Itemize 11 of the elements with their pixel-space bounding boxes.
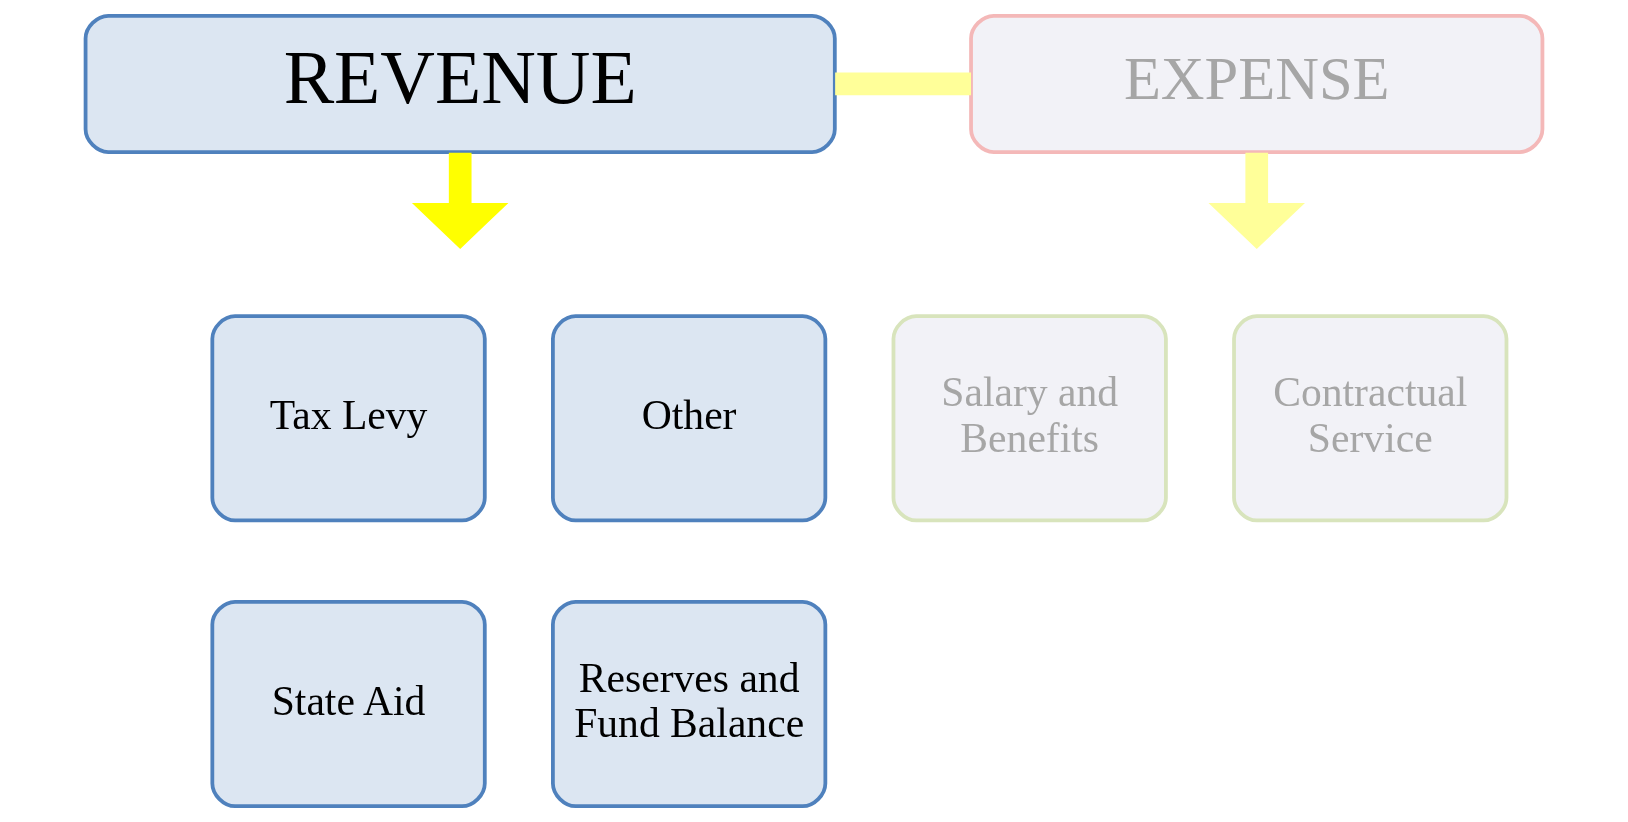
node-box: State Aid — [210, 599, 487, 809]
connector — [835, 72, 971, 96]
node-box: Other — [551, 314, 828, 523]
arrow — [1208, 152, 1305, 249]
node-box: Contractual Service — [1232, 314, 1509, 523]
node-box: EXPENSE — [969, 13, 1545, 154]
node-box: Tax Levy — [210, 314, 487, 523]
node-box: REVENUE — [83, 13, 837, 154]
node-box: Salary and Benefits — [891, 314, 1168, 523]
node-box: Reserves and Fund Balance — [551, 599, 828, 809]
arrow — [411, 152, 509, 249]
